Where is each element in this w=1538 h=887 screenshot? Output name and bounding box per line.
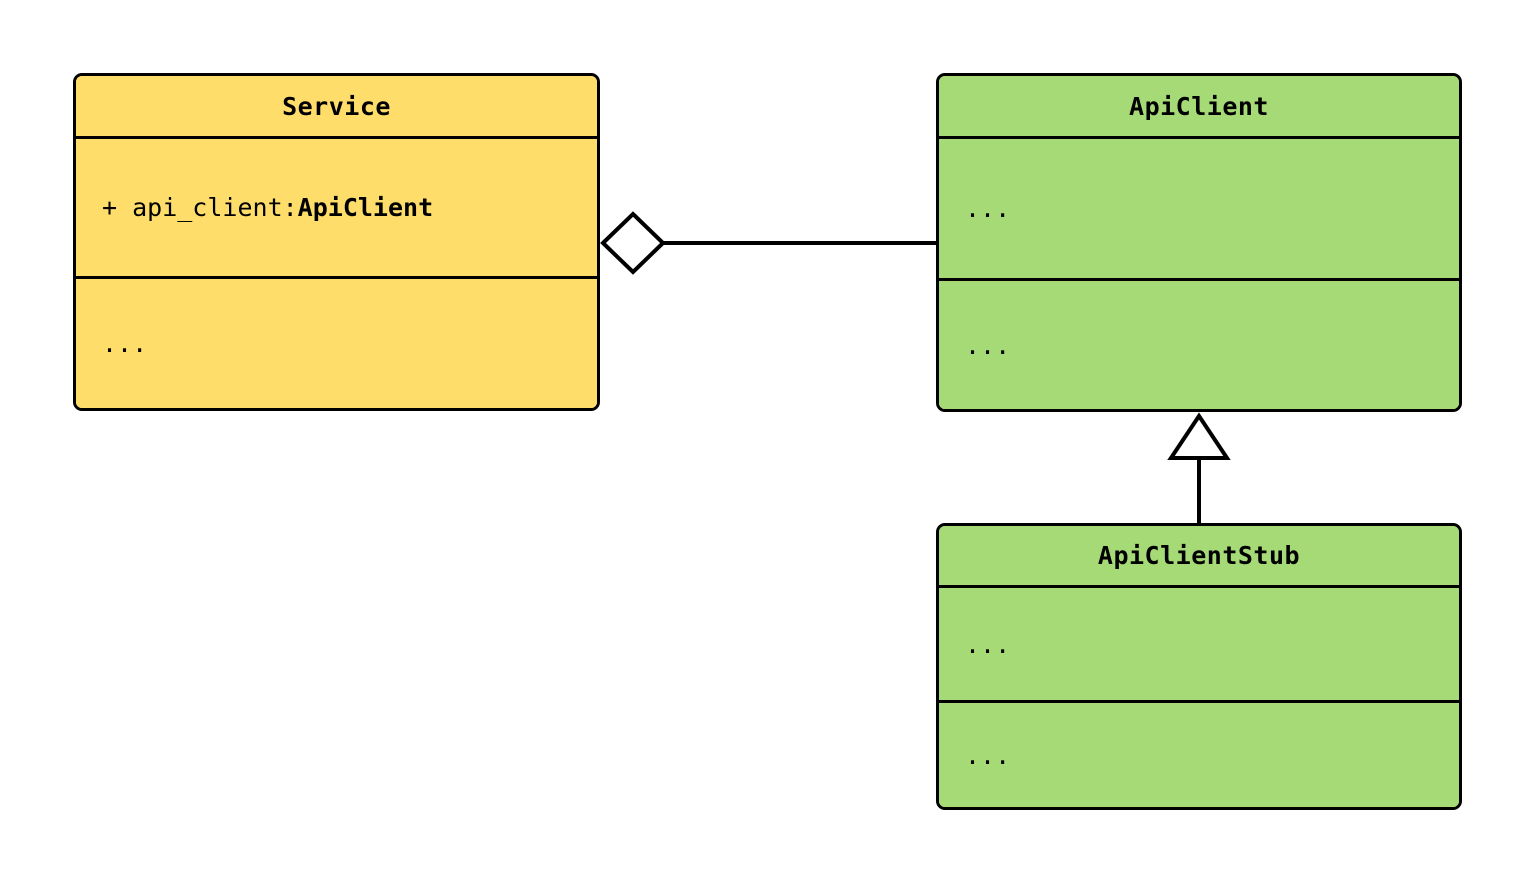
methods-ellipsis: ... <box>102 329 148 358</box>
relationship-generalization-apiclientstub-apiclient[interactable] <box>1167 412 1231 524</box>
class-box-service[interactable]: Service + api_client: ApiClient ... <box>73 73 600 411</box>
class-name-apiclient: ApiClient <box>939 76 1459 139</box>
class-attributes-service: + api_client: ApiClient <box>76 139 597 276</box>
class-box-apiclient[interactable]: ApiClient ... ... <box>936 73 1462 412</box>
methods-ellipsis: ... <box>965 330 1011 360</box>
class-attributes-apiclientstub: ... <box>939 588 1459 700</box>
class-box-apiclientstub[interactable]: ApiClientStub ... ... <box>936 523 1462 810</box>
attribute-label-api-client: + api_client: <box>102 193 298 222</box>
hollow-diamond-icon[interactable] <box>600 211 666 275</box>
class-attributes-apiclient: ... <box>939 139 1459 278</box>
class-name-service: Service <box>76 76 597 139</box>
relationship-aggregation-service-apiclient[interactable] <box>600 211 937 275</box>
class-methods-service: ... <box>76 276 597 408</box>
attributes-ellipsis: ... <box>965 194 1011 223</box>
class-methods-apiclient: ... <box>939 278 1459 409</box>
hollow-triangle-icon[interactable] <box>1167 412 1231 460</box>
methods-ellipsis: ... <box>965 740 1011 770</box>
class-methods-apiclientstub: ... <box>939 700 1459 807</box>
attribute-type-api-client: ApiClient <box>297 193 434 222</box>
class-name-apiclientstub: ApiClientStub <box>939 526 1459 588</box>
attributes-ellipsis: ... <box>965 629 1011 659</box>
